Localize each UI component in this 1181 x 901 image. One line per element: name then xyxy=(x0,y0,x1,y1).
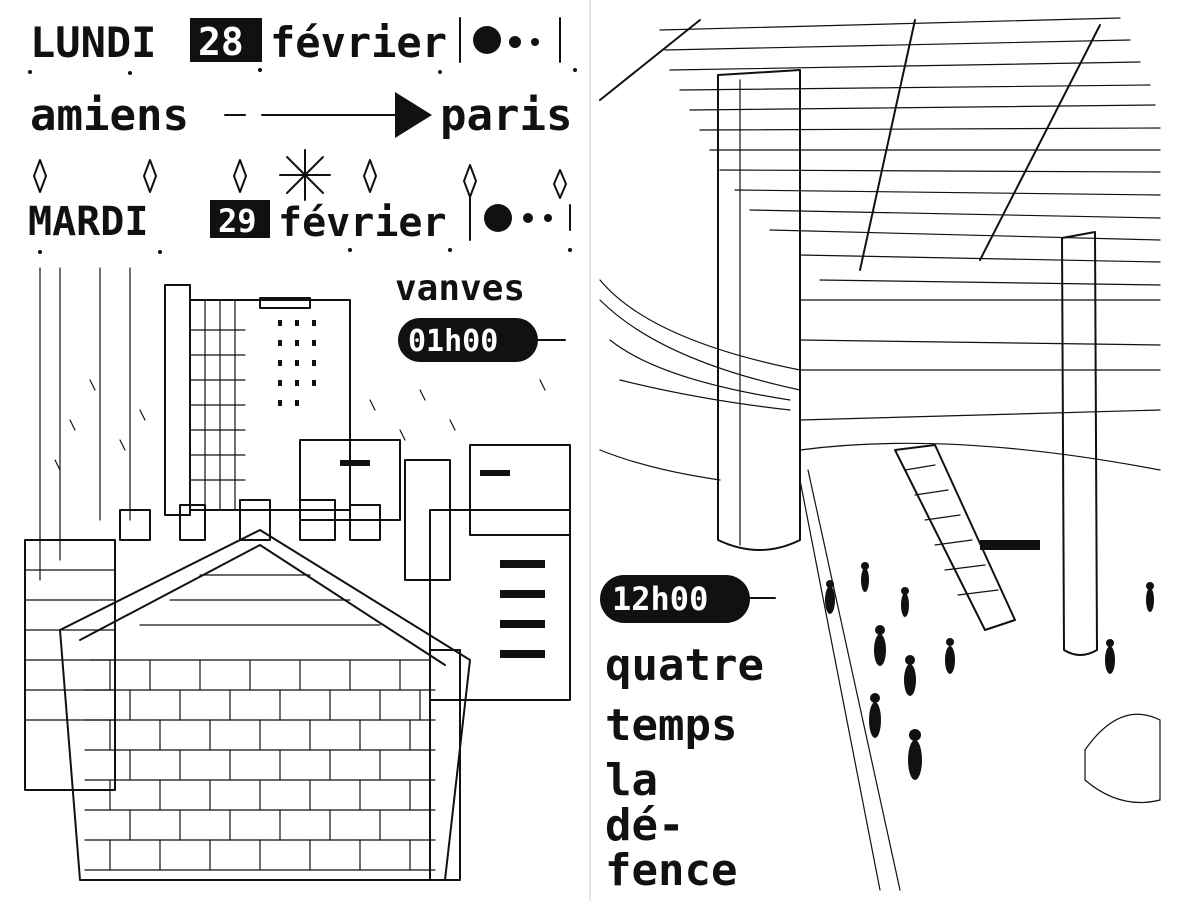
stone-wall-texture xyxy=(84,574,436,871)
svg-text:12h00: 12h00 xyxy=(612,580,708,618)
place-label-vanves: vanves xyxy=(395,268,525,309)
left-page: LUNDI 28 février paris --> amiens paris xyxy=(24,17,577,881)
time-bubble-vanves: 01h00 xyxy=(398,318,566,362)
people-silhouettes xyxy=(825,562,1154,780)
city-buildings-sketch xyxy=(24,267,571,881)
star-icon xyxy=(279,149,331,201)
place-line-5: fence xyxy=(605,845,737,896)
rain-strokes xyxy=(54,379,546,471)
destination-city: paris xyxy=(440,90,572,141)
date-box-29 xyxy=(210,200,270,238)
date-number-28: 28 xyxy=(198,20,244,64)
day-label-tuesday: MARDI xyxy=(28,199,148,245)
month-label-feb-1: février xyxy=(270,18,447,67)
place-line-1: quatre xyxy=(605,640,764,691)
svg-text:01h00: 01h00 xyxy=(408,324,498,359)
second-pillar xyxy=(1061,231,1098,656)
month-label-feb-2: février xyxy=(278,200,447,246)
date-number-29: 29 xyxy=(218,202,257,240)
place-line-2: temps xyxy=(605,700,737,751)
place-line-4: dé- xyxy=(605,800,684,851)
escalator xyxy=(894,444,1040,631)
large-pillar xyxy=(717,69,801,551)
place-line-3: la xyxy=(605,755,658,806)
arrow-right-icon xyxy=(224,92,432,138)
origin-city: amiens xyxy=(30,90,189,141)
decorative-diamonds xyxy=(33,159,567,199)
day-label-monday: LUNDI xyxy=(30,18,156,67)
time-bubble-defense: 12h00 xyxy=(600,575,776,623)
right-page: 12h00 quatre temps la dé- fence xyxy=(599,17,1161,896)
date-box-28 xyxy=(190,18,262,62)
